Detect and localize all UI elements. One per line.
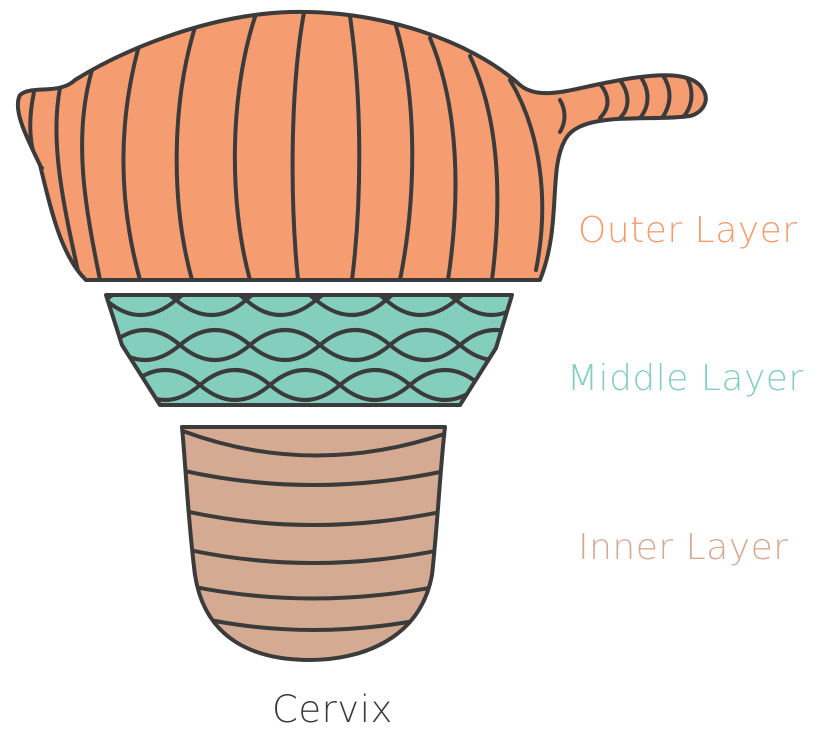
- outer-layer-label: Outer Layer: [578, 210, 798, 251]
- middle-layer-label: Middle Layer: [567, 358, 804, 399]
- inner-layer-label: Inner Layer: [578, 527, 789, 568]
- middle-layer: [106, 285, 530, 405]
- cervix-label: Cervix: [272, 688, 393, 731]
- inner-layer: [180, 427, 450, 660]
- inner-layer-shape: [182, 427, 445, 660]
